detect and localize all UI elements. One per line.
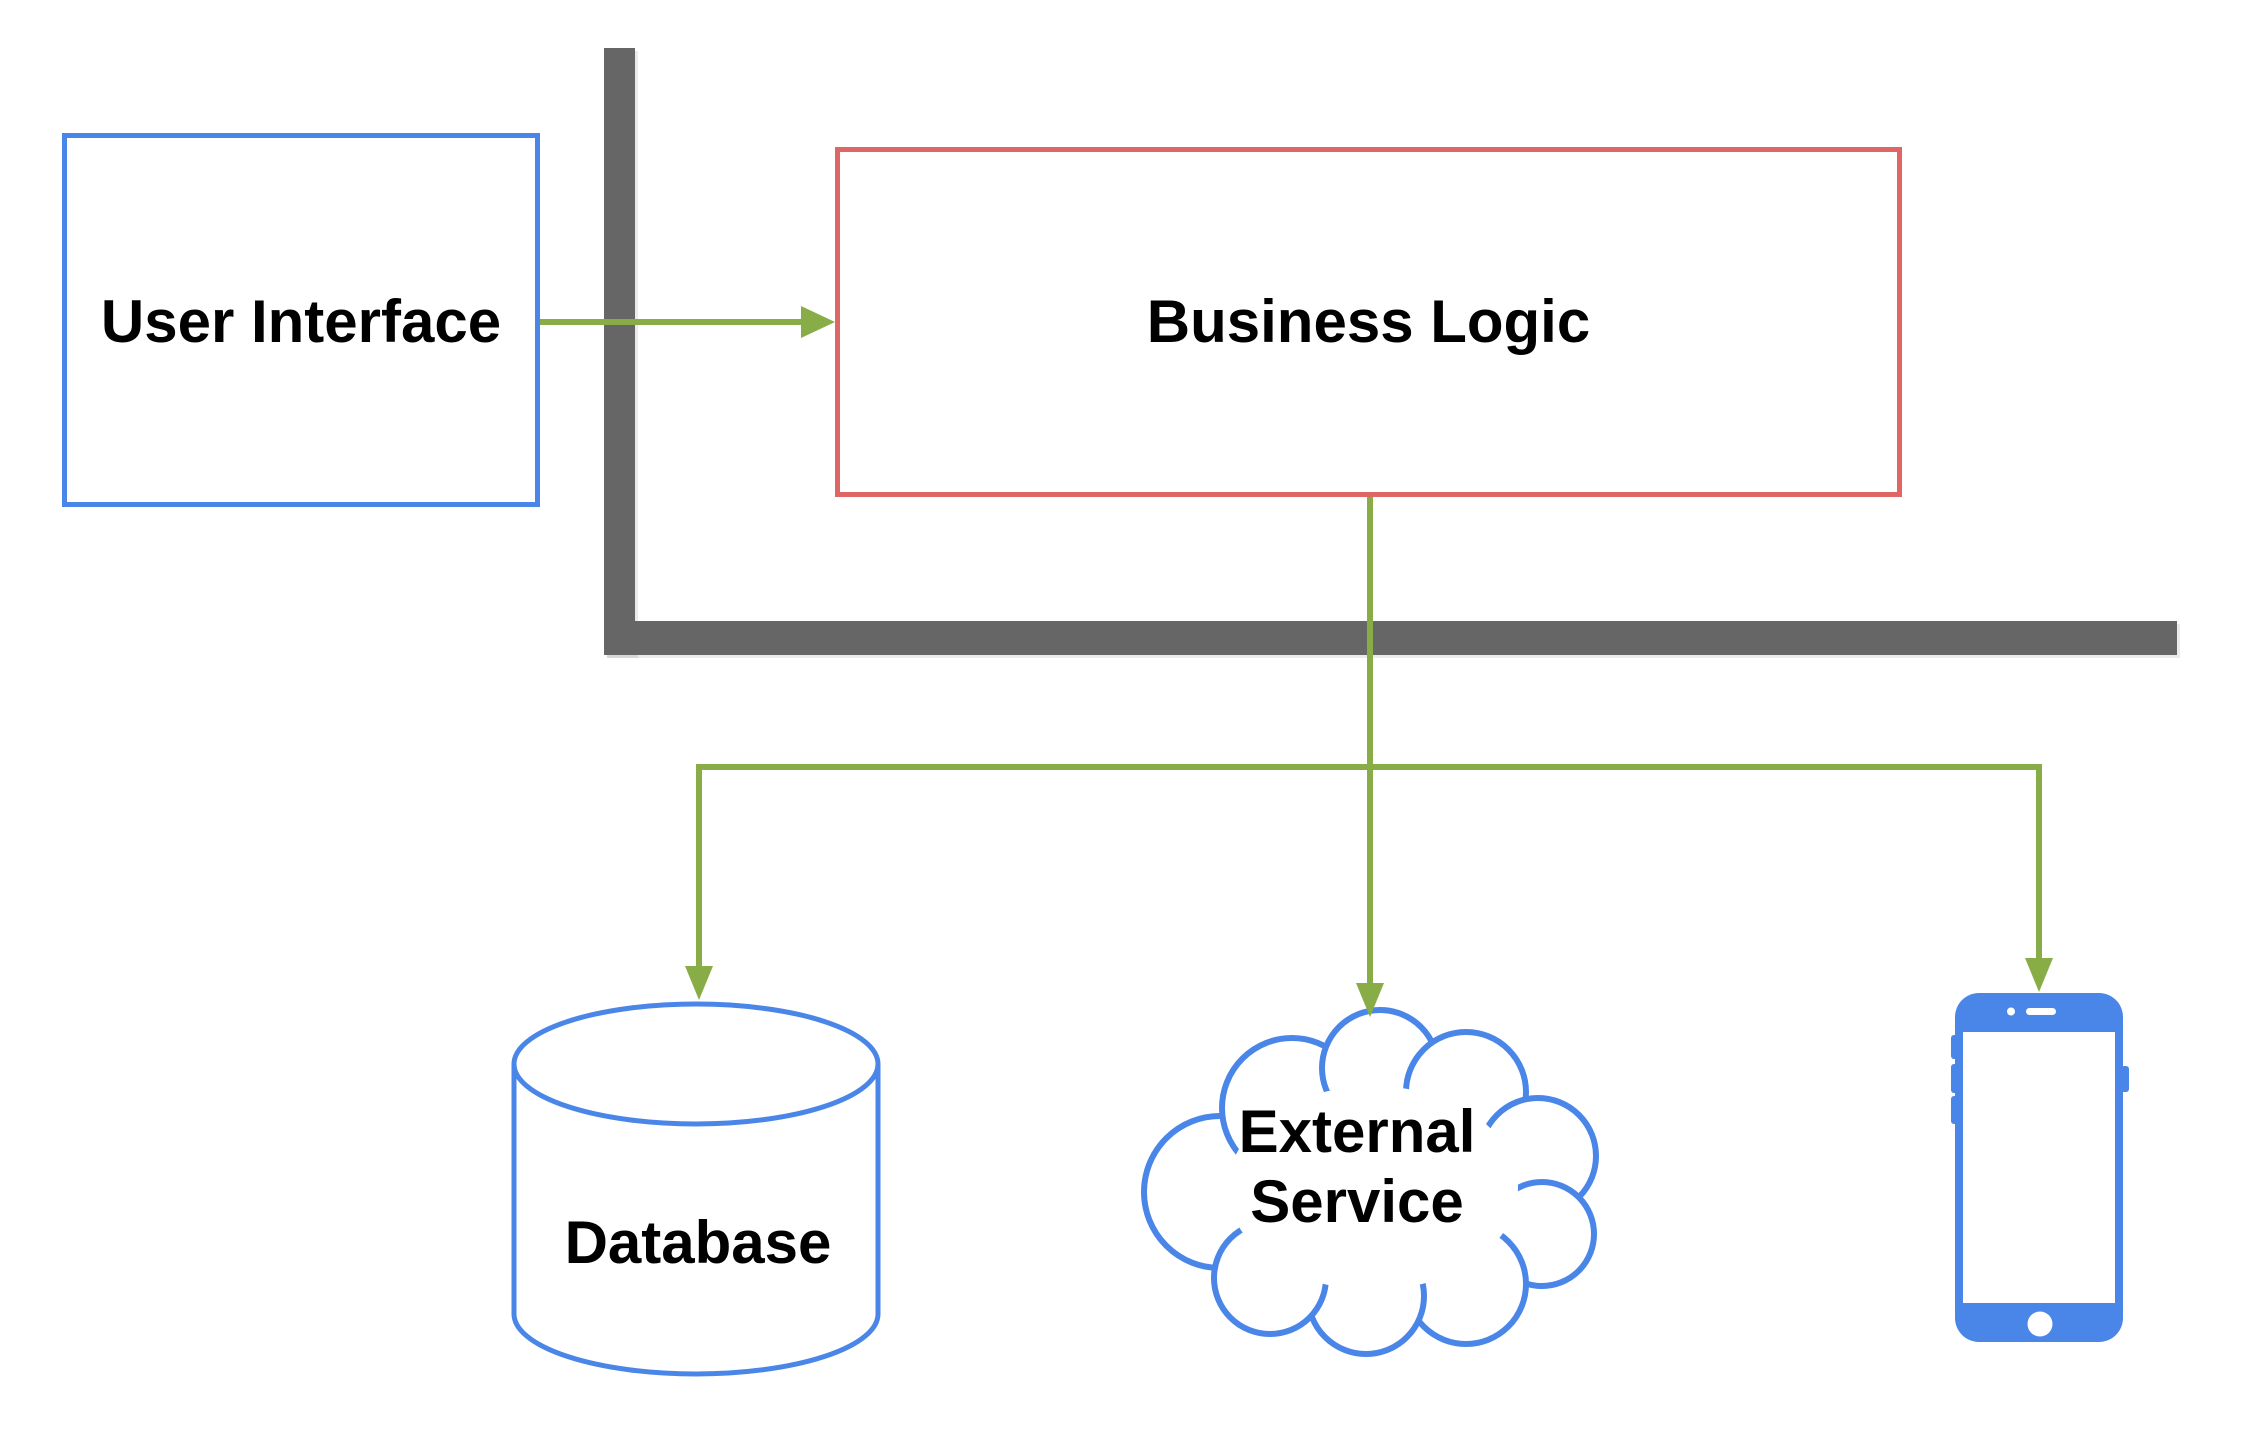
node-user-interface: [62, 133, 540, 507]
node-external-service-cloud: [1141, 1007, 1599, 1357]
cloud-center-fill: [1228, 1086, 1518, 1290]
edge-branch-to-mobile-device: [2036, 764, 2042, 960]
phone-screen: [1963, 1032, 2115, 1303]
edge-branch-horizontal: [696, 764, 2042, 770]
cylinder-top-ellipse: [511, 1001, 881, 1127]
arrowhead-to-database-icon: [685, 966, 713, 1000]
node-database-cylinder: [511, 1001, 881, 1377]
arrowhead-to-business-logic-icon: [801, 306, 835, 338]
node-business-logic: [835, 147, 1902, 497]
node-label-user-interface: User Interface: [100, 288, 502, 355]
node-mobile-device-phone-icon: [1951, 993, 2129, 1342]
edge-branch-to-database: [696, 764, 702, 970]
phone-speaker: [2026, 1008, 2056, 1015]
edge-business-logic-down: [1367, 497, 1373, 985]
phone-camera-dot: [2007, 1007, 2015, 1016]
arrowhead-to-external-service-icon: [1356, 983, 1384, 1017]
node-label-external-service: External Service: [1238, 1098, 1476, 1235]
node-label-business-logic: Business Logic: [1146, 288, 1591, 355]
phone-home-button: [2027, 1311, 2053, 1337]
arrowhead-to-mobile-device-icon: [2025, 958, 2053, 992]
cylinder-body: [511, 1064, 881, 1377]
node-label-database: Database: [564, 1209, 832, 1276]
edge-ui-to-business-logic: [540, 319, 802, 325]
divider-horizontal-bar: [604, 621, 2177, 655]
divider-vertical-bar: [604, 48, 635, 655]
